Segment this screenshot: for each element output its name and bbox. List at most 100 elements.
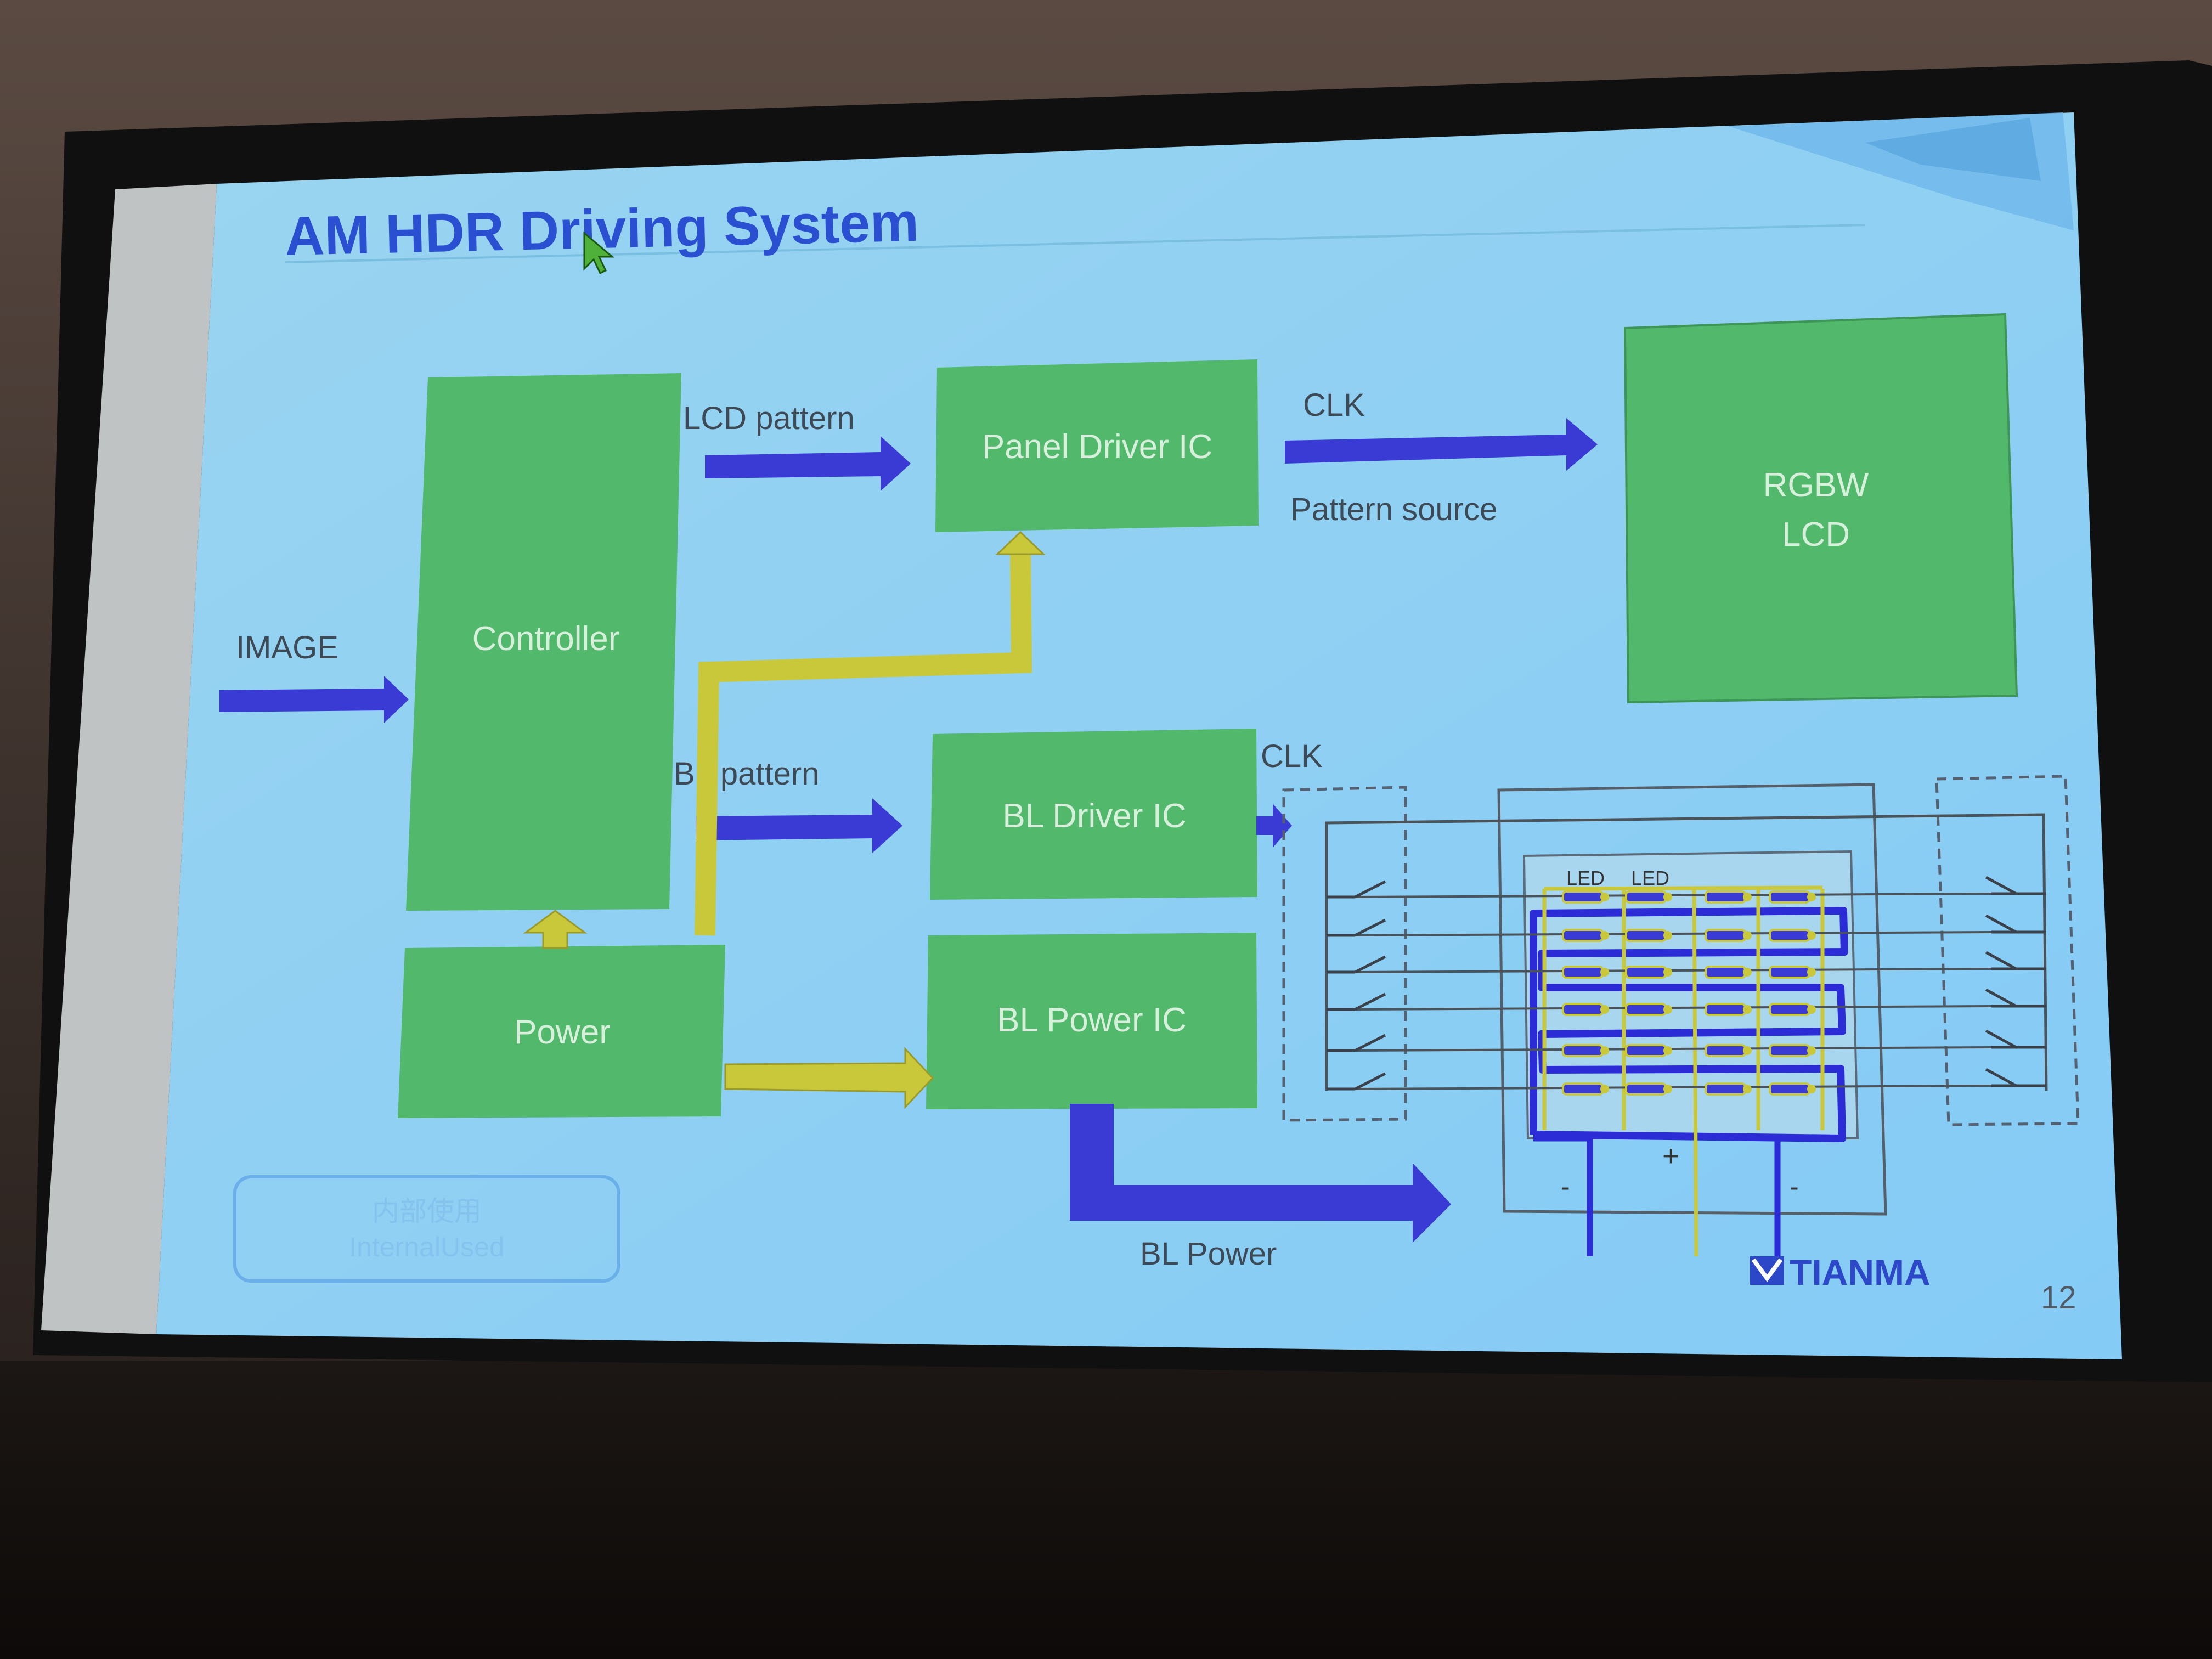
- led-icon: [1769, 966, 1810, 979]
- rgbw-label-line2: LCD: [1782, 516, 1850, 554]
- power-to-bl-power-arrow: [724, 1047, 934, 1109]
- rgbw-lcd-block: [1623, 313, 2018, 704]
- led-node-icon: [1600, 968, 1609, 977]
- led-node-icon: [1600, 1085, 1609, 1093]
- led-node-icon: [1807, 1005, 1816, 1014]
- power-block: [398, 945, 725, 1118]
- led-row-wire: [1355, 931, 1992, 936]
- yellow-column-3: [1692, 888, 1699, 1257]
- led-icon: [1705, 1044, 1746, 1057]
- led-icon: [1562, 1044, 1604, 1057]
- controller-block: [406, 373, 681, 911]
- power-to-panel-arrowhead: [995, 531, 1046, 555]
- title-underline: [285, 224, 1866, 263]
- clk-bottom-arrow: [1256, 804, 1292, 848]
- led-node-icon: [1663, 931, 1672, 940]
- right-switch-icon: [1985, 876, 2046, 895]
- power-to-controller-arrow: [523, 910, 588, 949]
- tianma-logo: TIANMA: [1750, 1252, 1931, 1293]
- watermark-line-2: InternalUsed: [349, 1232, 505, 1262]
- switch-rows: [1327, 876, 2046, 1091]
- image-label: IMAGE: [236, 630, 338, 665]
- left-switch-icon: [1327, 1034, 1386, 1052]
- internal-use-watermark-box: [233, 1175, 620, 1283]
- bl-power-arrow: [1070, 1104, 1451, 1243]
- led-node-icon: [1600, 1005, 1609, 1014]
- left-switch-box: [1282, 786, 1407, 1122]
- led-icon: [1625, 966, 1667, 979]
- cursor-icon: [583, 231, 615, 275]
- left-switch-icon: [1327, 992, 1386, 1011]
- minus-right-label: -: [1790, 1171, 1799, 1202]
- led-row-wire: [1355, 1005, 1992, 1011]
- led-label-1: LED: [1566, 867, 1605, 889]
- minus-lead-left: [1533, 1135, 1593, 1256]
- led-icon: [1562, 966, 1604, 979]
- led-icon: [1562, 1082, 1604, 1096]
- led-icon: [1769, 1003, 1810, 1016]
- led-node-icon: [1663, 968, 1672, 977]
- led-node-icon: [1743, 968, 1752, 977]
- right-switch-icon: [1985, 988, 2046, 1008]
- led-node-icon: [1743, 893, 1752, 901]
- image-arrow: [219, 676, 409, 723]
- bl-driver-label: BL Driver IC: [1002, 797, 1186, 835]
- led-icon: [1625, 890, 1667, 904]
- yellow-top-rail: [1544, 885, 1823, 891]
- page-number: 12: [2041, 1280, 2076, 1316]
- led-node-icon: [1663, 1005, 1672, 1014]
- led-icon: [1705, 1082, 1746, 1096]
- led-label-2: LED: [1631, 867, 1669, 889]
- led-node-icon: [1600, 1046, 1609, 1055]
- led-node-icon: [1743, 931, 1752, 940]
- led-icon: [1705, 1003, 1746, 1016]
- clk-top-arrow: [1285, 418, 1598, 471]
- bl-pattern-arrow: [696, 798, 902, 853]
- pattern-source-label: Pattern source: [1290, 492, 1497, 527]
- bl-driver-block: [930, 729, 1257, 900]
- right-switch-icon: [1985, 1068, 2046, 1087]
- led-icon: [1769, 1044, 1810, 1057]
- clk-top-label: CLK: [1303, 387, 1365, 423]
- lcd-pattern-label: LCD pattern: [683, 400, 855, 436]
- tianma-logo-text: TIANMA: [1790, 1252, 1931, 1293]
- plus-label: +: [1662, 1139, 1680, 1172]
- led-icon: [1705, 966, 1746, 979]
- controller-label: Controller: [472, 620, 620, 658]
- led-icon: [1769, 929, 1810, 942]
- led-node-icon: [1600, 931, 1609, 940]
- lcd-pattern-arrow: [705, 436, 911, 491]
- slide-left-margin: [41, 184, 217, 1334]
- clk-bottom-label: CLK: [1261, 738, 1323, 774]
- led-icon: [1705, 929, 1746, 942]
- led-node-icon: [1663, 1046, 1672, 1055]
- left-switch-icon: [1327, 918, 1386, 937]
- bl-power-block: [926, 933, 1257, 1109]
- room-floor: [0, 1361, 2212, 1659]
- led-row-wire: [1355, 1046, 1992, 1052]
- top-bus-wire: [1325, 813, 2048, 1091]
- watermark-line-1: 内部使用: [372, 1195, 482, 1227]
- left-switch-icon: [1327, 1072, 1386, 1091]
- led-node-icon: [1807, 931, 1816, 940]
- led-icon: [1562, 929, 1604, 942]
- led-icon: [1625, 1003, 1667, 1016]
- power-label: Power: [514, 1013, 611, 1051]
- left-switch-icon: [1327, 880, 1386, 899]
- led-serpentine-wire: [1530, 907, 1848, 1142]
- led-icon: [1625, 929, 1667, 942]
- led-icon: [1705, 890, 1746, 904]
- led-node-icon: [1600, 893, 1609, 901]
- panel-driver-label: Panel Driver IC: [982, 428, 1212, 466]
- bl-pattern-label: BL pattern: [674, 756, 819, 792]
- right-switch-box: [1935, 775, 2080, 1126]
- right-switch-icon: [1985, 1029, 2046, 1049]
- led-node-icon: [1743, 1046, 1752, 1055]
- minus-lead-right: [1774, 1135, 1842, 1256]
- right-switch-icon: [1985, 951, 2046, 970]
- schematic-outer-frame: [1497, 783, 1887, 1216]
- led-node-icon: [1743, 1005, 1752, 1014]
- led-icon: [1769, 890, 1810, 904]
- right-switch-icon: [1985, 914, 2046, 934]
- corner-decoration-2: [1865, 118, 2041, 181]
